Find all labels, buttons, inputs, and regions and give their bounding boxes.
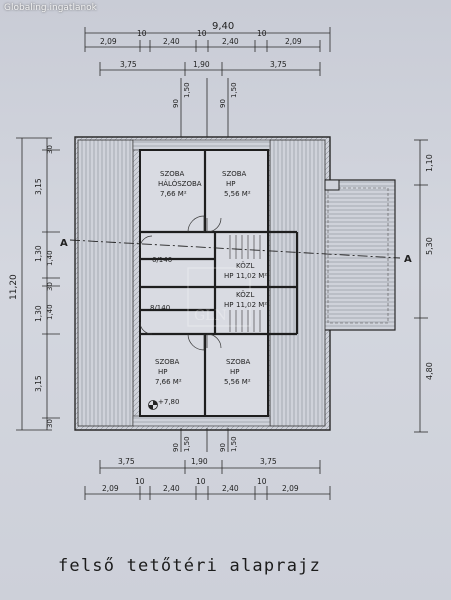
dim-label: 10	[135, 477, 145, 486]
room-area: 11,02 M²	[236, 272, 267, 280]
dim-label: 2,40	[163, 484, 180, 493]
section-mark-right: A	[404, 254, 412, 265]
dim-label: 30	[46, 282, 54, 291]
room-bedroom-bottom-left: SZOBA HP 7,66 M²	[155, 358, 182, 386]
dim-top-total: 9,40	[212, 21, 234, 32]
dim-label: 3,75	[120, 60, 137, 69]
dim-bottom-row2: 2,09 10 2,40 10 2,40 10 2,09	[102, 477, 299, 493]
left-dimension-chains	[16, 137, 60, 431]
dim-label: 2,40	[163, 37, 180, 46]
dim-label: 1,30	[34, 305, 43, 322]
room-name: SZOBA	[226, 358, 251, 366]
dim-top-row2: 3,75 1,90 3,75	[120, 60, 287, 69]
stair-hatch	[229, 235, 261, 332]
room-use: HP	[224, 301, 234, 309]
drawing-caption: felső tetőtéri alaprajz	[58, 556, 322, 576]
dim-label: 10	[137, 29, 147, 38]
dim-label: 1,40	[46, 250, 54, 266]
room-bath-lower: 8/140	[150, 304, 170, 312]
dim-label: 3,15	[34, 375, 43, 392]
room-labels: SZOBA HÁLÓSZOBA 7,66 M² SZOBA HP 5,56 M²…	[150, 170, 267, 386]
section-line	[69, 239, 401, 259]
room-name: KÖZL	[236, 290, 255, 299]
dim-left-total: 11,20	[9, 274, 19, 300]
gln-logo: GLN	[187, 267, 251, 327]
level-mark: +7,80	[158, 398, 179, 406]
dim-label: 1,90	[193, 60, 210, 69]
dim-label: 3,75	[270, 60, 287, 69]
room-area: 5,56 M²	[224, 190, 251, 198]
room-area: 7,66 M²	[160, 190, 187, 198]
room-hall-lower: KÖZL HP 11,02 M²	[224, 290, 267, 309]
dim-label: 1,50	[183, 82, 191, 98]
dim-label: 1,90	[191, 457, 208, 466]
dim-label: 2,09	[282, 484, 299, 493]
room-name: KÖZL	[236, 261, 255, 270]
dim-bottom-row1: 3,75 1,90 3,75	[118, 457, 277, 466]
room-bedroom-top-left: SZOBA HÁLÓSZOBA 7,66 M²	[158, 170, 202, 198]
top-dimension-chains	[84, 27, 331, 140]
room-name: SZOBA	[222, 170, 247, 178]
dim-label: 90	[172, 443, 180, 452]
dim-label: 90	[219, 99, 227, 108]
room-use: HP	[158, 368, 168, 376]
dim-label: 5,30	[425, 237, 434, 255]
dim-label: 1,50	[230, 82, 238, 98]
dim-label: 1,50	[230, 436, 238, 452]
dim-label: 90	[172, 99, 180, 108]
room-area: 11,02 M²	[236, 301, 267, 309]
room-area: 8/140	[150, 304, 170, 312]
dim-right-labels: 1,10 5,30 4,80	[425, 154, 434, 380]
section-mark-left: A	[60, 238, 68, 249]
room-use: HP	[224, 272, 234, 280]
dim-label: 90	[219, 443, 227, 452]
dim-label: 1,10	[425, 154, 434, 172]
dim-label: 1,30	[34, 245, 43, 262]
dim-top-vertical: 90 1,50 90 1,50	[172, 82, 238, 108]
dim-label: 10	[257, 477, 267, 486]
dim-label: 30	[46, 419, 54, 428]
room-partitions	[140, 150, 299, 416]
dim-label: 4,80	[425, 362, 434, 380]
room-name: SZOBA	[160, 170, 185, 178]
dim-label: 10	[196, 477, 206, 486]
dim-top-row1: 2,09 10 2,40 10 2,40 10 2,09	[100, 29, 302, 46]
dim-label: 1,40	[46, 304, 54, 320]
room-area: 5,56 M²	[224, 378, 251, 386]
dim-label: 30	[46, 145, 54, 154]
room-bath-upper: 6/140	[152, 256, 172, 264]
dim-label: 10	[197, 29, 207, 38]
dim-label: 2,40	[222, 37, 239, 46]
watermark-text: Globaling.ingatlanok	[4, 3, 97, 13]
room-hall-upper: KÖZL HP 11,02 M²	[224, 261, 267, 280]
dim-label: 3,75	[260, 457, 277, 466]
room-use: HP	[226, 180, 236, 188]
right-dimension-chain	[414, 139, 428, 433]
room-bedroom-bottom-right: SZOBA HP 5,56 M²	[224, 358, 251, 386]
logo-letters: GLN	[194, 308, 227, 324]
dim-label: 3,75	[118, 457, 135, 466]
room-area: 6/140	[152, 256, 172, 264]
room-use: HÁLÓSZOBA	[158, 179, 202, 188]
dim-left-outer: 3,15 1,30 1,30 3,15	[34, 178, 43, 392]
dim-label: 1,50	[183, 436, 191, 452]
dim-left-inner: 30 1,40 30 1,40 30	[46, 145, 54, 428]
room-area: 7,66 M²	[155, 378, 182, 386]
room-name: SZOBA	[155, 358, 180, 366]
dim-label: 2,09	[102, 484, 119, 493]
dim-label: 2,40	[222, 484, 239, 493]
door-swings	[139, 215, 222, 351]
room-bedroom-top-right: SZOBA HP 5,56 M²	[222, 170, 251, 198]
dim-label: 2,09	[100, 37, 117, 46]
dim-label: 10	[257, 29, 267, 38]
level-marker: +7,80	[148, 398, 179, 410]
dim-label: 2,09	[285, 37, 302, 46]
bottom-dimension-chains	[84, 428, 331, 500]
dim-bottom-vertical: 90 1,50 90 1,50	[172, 436, 238, 452]
dim-label: 3,15	[34, 178, 43, 195]
room-use: HP	[230, 368, 240, 376]
